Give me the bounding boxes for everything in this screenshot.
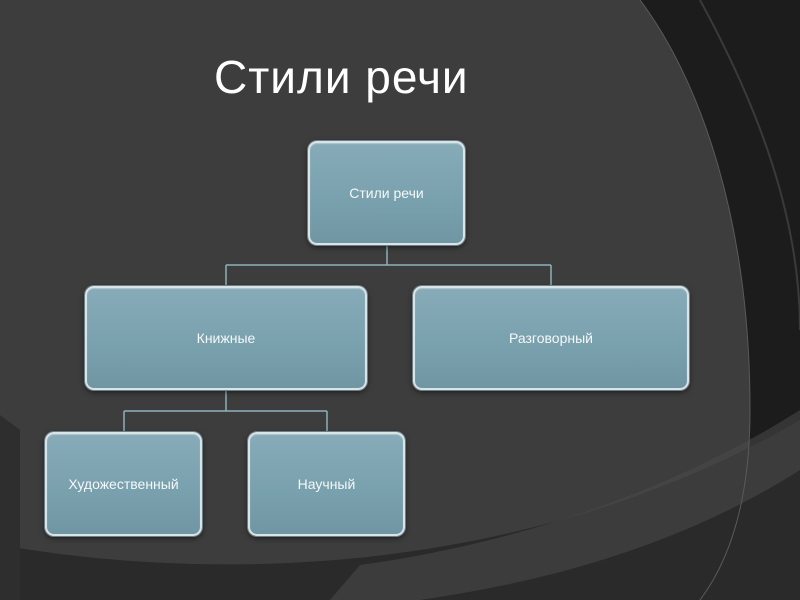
- node-scientific: Научный: [248, 432, 405, 536]
- node-artistic-label: Художественный: [68, 476, 179, 492]
- node-book-styles: Книжные: [85, 286, 367, 390]
- background-arc: [639, 0, 751, 600]
- node-book-styles-label: Книжные: [196, 330, 256, 346]
- node-conversational-label: Разговорный: [509, 330, 593, 346]
- node-artistic: Художественный: [45, 432, 202, 536]
- slide-title: Стили речи: [214, 51, 469, 103]
- node-root-label: Стили речи: [349, 185, 424, 201]
- node-conversational: Разговорный: [413, 286, 689, 390]
- background-arc-outer: [699, 0, 800, 331]
- node-root: Стили речи: [308, 141, 465, 245]
- background-lower-left-shade: [0, 415, 20, 600]
- background-band-inner: [330, 410, 800, 600]
- node-scientific-label: Научный: [297, 476, 356, 492]
